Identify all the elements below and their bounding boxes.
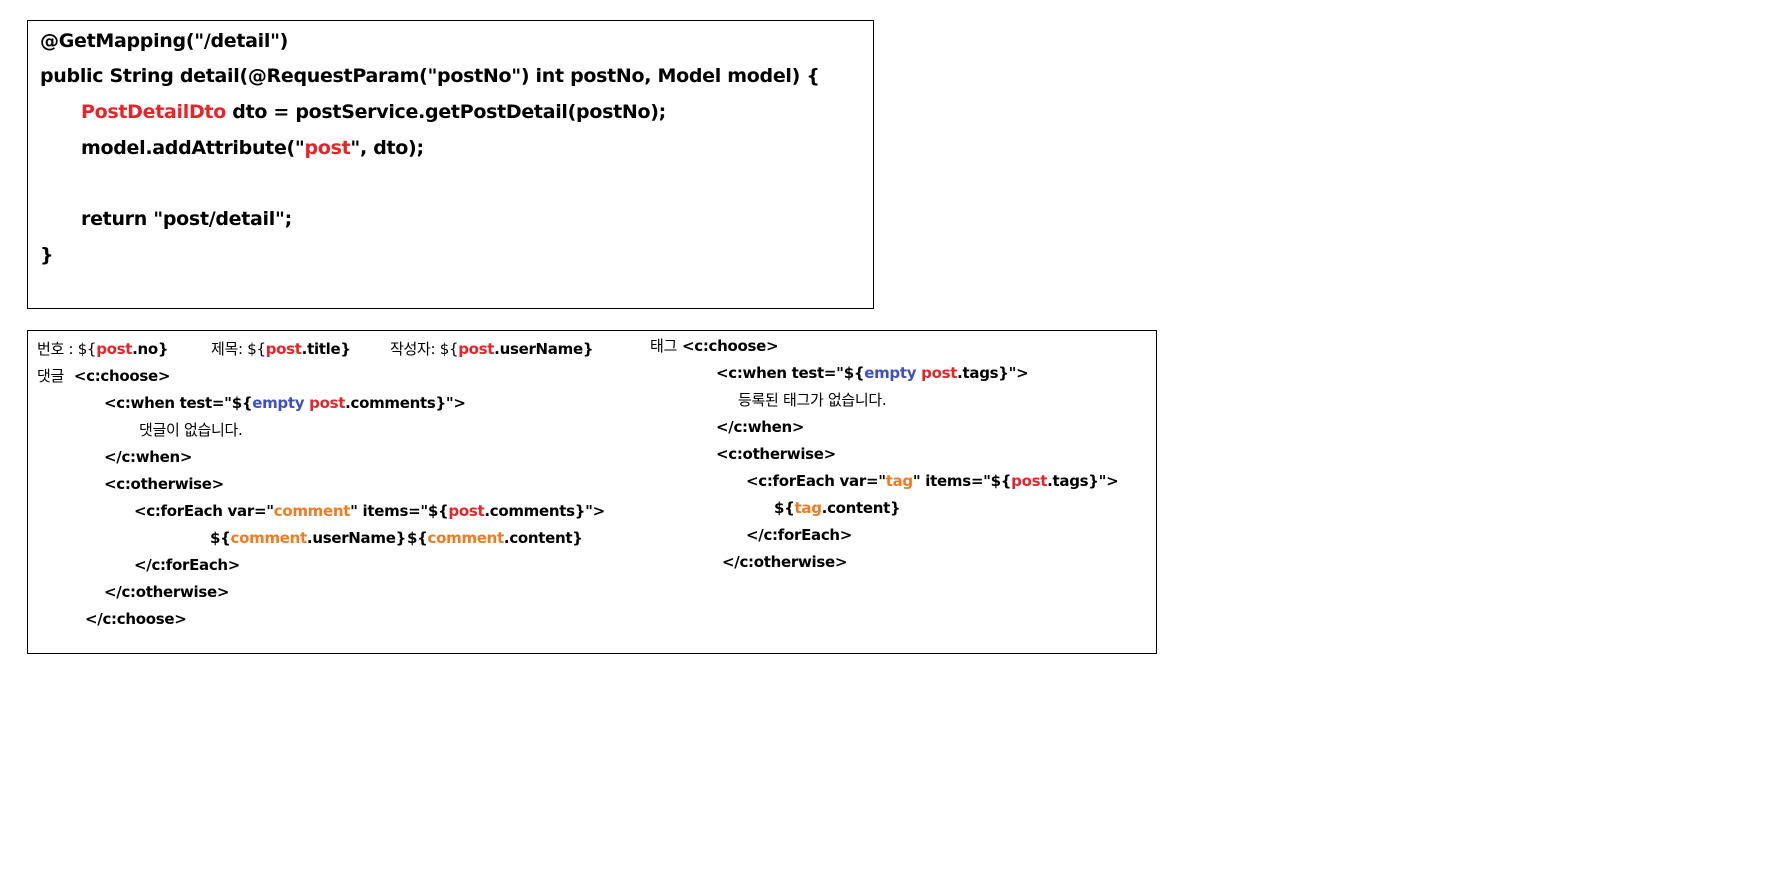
- code-line-add-attribute: model.addAttribute("post", dto);: [81, 136, 424, 160]
- tag-when-close: </c:when>: [716, 418, 805, 436]
- tag-when-close: </c:when>: [104, 448, 193, 466]
- jsp-line-otherwise-open: <c:otherwise>: [104, 474, 224, 494]
- var-post: post: [309, 394, 346, 412]
- code-text: ${: [210, 529, 231, 547]
- label-title: 제목: ${: [211, 340, 266, 358]
- field-content: .content}: [503, 529, 583, 547]
- code-text: @GetMapping("/detail"): [40, 30, 289, 52]
- jsp-line-tags-otherwise-close: </c:otherwise>: [722, 552, 847, 572]
- jsp-view-box: 번호 : ${post.no} 제목: ${post.title} 작성자: $…: [27, 330, 1157, 654]
- code-text: ${: [774, 499, 795, 517]
- code-text: }: [40, 244, 54, 266]
- var-post: post: [1011, 472, 1048, 490]
- var-post: post: [96, 340, 133, 358]
- jsp-line-choose-close: </c:choose>: [85, 609, 187, 629]
- kw-empty: empty: [864, 364, 917, 382]
- var-post: post: [265, 340, 302, 358]
- label-no: 번호 : ${: [37, 340, 97, 358]
- jsp-line-when-close: </c:when>: [104, 447, 193, 467]
- code-text: model.addAttribute(": [81, 137, 305, 159]
- tag-foreach-close: </c:forEach>: [746, 526, 853, 544]
- field-content: .content}: [821, 499, 901, 517]
- jsp-line-author: 작성자: ${post.userName}: [390, 339, 594, 359]
- var-tag: tag: [885, 472, 913, 490]
- code-text: ", dto);: [350, 137, 424, 159]
- jsp-line-no-tags: 등록된 태그가 없습니다.: [738, 390, 887, 410]
- code-text: .comments}">: [345, 394, 466, 412]
- tag-otherwise-open: <c:otherwise>: [104, 475, 224, 493]
- no-comments-message: 댓글이 없습니다.: [139, 421, 243, 439]
- jsp-line-tags-foreach: <c:forEach var="tag" items="${post.tags}…: [746, 471, 1119, 491]
- label-author: 작성자: ${: [390, 340, 459, 358]
- code-attr-highlight: post: [304, 137, 351, 159]
- kw-empty: empty: [252, 394, 305, 412]
- field-no: .no}: [132, 340, 169, 358]
- code-line-getmapping: @GetMapping("/detail"): [40, 29, 288, 53]
- code-text: .comments}">: [484, 502, 605, 520]
- jsp-line-tags-otherwise-open: <c:otherwise>: [716, 444, 836, 464]
- code-line-dto: PostDetailDto dto = postService.getPostD…: [81, 100, 666, 124]
- code-text: dto = postService.getPostDetail(postNo);: [225, 101, 666, 123]
- code-line-method-signature: public String detail(@RequestParam("post…: [40, 64, 820, 88]
- jsp-line-comment-content: ${comment.content}: [407, 528, 583, 548]
- jsp-line-no-comments: 댓글이 없습니다.: [139, 420, 243, 440]
- tag-foreach-close: </c:forEach>: [134, 556, 241, 574]
- code-text: " items="${: [912, 472, 1012, 490]
- code-text: <c:when test="${: [716, 364, 865, 382]
- jsp-line-title: 제목: ${post.title}: [211, 339, 351, 359]
- jsp-line-tag-content: ${tag.content}: [774, 498, 901, 518]
- code-text: <c:forEach var=": [134, 502, 274, 520]
- code-line-close-brace: }: [40, 243, 54, 267]
- var-post: post: [448, 502, 485, 520]
- label-comments: 댓글: [37, 367, 65, 385]
- controller-code-box: @GetMapping("/detail") public String det…: [27, 20, 874, 309]
- var-comment: comment: [273, 502, 351, 520]
- field-title: .title}: [301, 340, 351, 358]
- code-text: public String detail(@RequestParam("post…: [40, 65, 820, 87]
- jsp-line-tags-when-close: </c:when>: [716, 417, 805, 437]
- jsp-line-tags-choose: 태그 <c:choose>: [650, 336, 779, 356]
- code-text: return "post/detail";: [81, 208, 292, 230]
- code-type-highlight: PostDetailDto: [81, 101, 226, 123]
- var-post: post: [921, 364, 958, 382]
- field-author: .userName}: [494, 340, 594, 358]
- code-text: .tags}">: [1047, 472, 1119, 490]
- jsp-line-otherwise-close: </c:otherwise>: [104, 582, 229, 602]
- jsp-line-no: 번호 : ${post.no}: [37, 339, 169, 359]
- jsp-line-comment-username: ${comment.userName}: [210, 528, 406, 548]
- jsp-line-tags-when: <c:when test="${empty post.tags}">: [716, 363, 1029, 383]
- tag-choose-close: </c:choose>: [85, 610, 187, 628]
- jsp-line-comments-foreach: <c:forEach var="comment" items="${post.c…: [134, 501, 605, 521]
- tag-choose-open: <c:choose>: [681, 337, 779, 355]
- var-post: post: [458, 340, 495, 358]
- jsp-line-comments-choose: 댓글 <c:choose>: [37, 366, 170, 386]
- code-text: ${: [407, 529, 428, 547]
- tag-otherwise-open: <c:otherwise>: [716, 445, 836, 463]
- field-username: .userName}: [306, 529, 406, 547]
- tag-choose-open: <c:choose>: [73, 367, 171, 385]
- label-tags: 태그: [650, 337, 678, 355]
- tag-otherwise-close: </c:otherwise>: [104, 583, 230, 601]
- var-tag: tag: [794, 499, 822, 517]
- no-tags-message: 등록된 태그가 없습니다.: [738, 391, 887, 409]
- tag-otherwise-close: </c:otherwise>: [722, 553, 848, 571]
- code-text: " items="${: [350, 502, 449, 520]
- code-text: <c:when test="${: [104, 394, 253, 412]
- jsp-line-tags-foreach-close: </c:forEach>: [746, 525, 852, 545]
- var-comment: comment: [427, 529, 505, 547]
- code-line-return: return "post/detail";: [81, 207, 292, 231]
- var-comment: comment: [230, 529, 308, 547]
- code-text: <c:forEach var=": [746, 472, 886, 490]
- code-text: .tags}">: [957, 364, 1029, 382]
- jsp-line-foreach-close: </c:forEach>: [134, 555, 240, 575]
- jsp-line-comments-when: <c:when test="${empty post.comments}">: [104, 393, 466, 413]
